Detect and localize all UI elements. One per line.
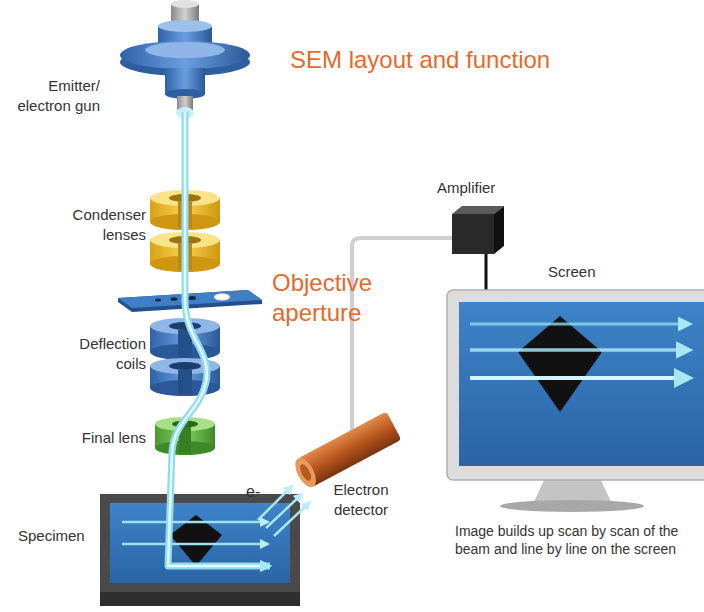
detector-face [291,455,320,491]
gun-knob-top [171,0,199,8]
electron-beam-glow [168,112,270,566]
specimen-side [100,592,300,606]
coil-slot [178,370,192,394]
aperture-hole [188,296,196,300]
scan-line [122,521,268,524]
screen-scan-line [470,323,690,326]
monitor-screen [459,302,704,466]
electron-path [258,486,292,520]
aperture-hole [155,298,161,301]
highlight-label: Objective aperture [272,268,412,328]
electron-gun [120,0,250,119]
gun-disc-top [145,42,225,58]
part-label: Deflection coils [50,334,146,373]
screen-scan-line [470,376,690,380]
signal-wire [352,238,452,432]
amp-to-screen-wire [485,254,488,292]
aperture-hole [214,294,230,301]
screen-crystal [518,316,602,412]
monitor [447,290,704,512]
aperture-hole [171,297,178,301]
screen-scan-line [470,348,690,352]
part-label: Electron detector [316,480,406,519]
aperture-plate [118,290,262,312]
gun-collar-top [158,20,212,32]
amp-side [494,206,504,254]
part-label: Specimen [18,526,98,546]
electron-symbol: e- [246,482,270,503]
electron-beam [168,112,270,566]
specimen-block [100,494,300,606]
part-label: Emitter/ electron gun [4,76,100,115]
scan-line [122,543,268,546]
diagram-title: SEM layout and function [290,44,550,75]
secondary-electrons [258,486,310,536]
coil-hole [169,362,201,370]
amplifier-box [452,206,504,254]
monitor-frame [447,290,704,480]
part-label: Screen [548,262,628,282]
amp-front [452,214,494,254]
note-text: Image builds up scan by scan of the beam… [455,522,697,558]
plate-edge [118,290,262,312]
part-label: Amplifier [437,178,527,198]
part-label: Condenser lenses [50,205,146,244]
detector-face-inner [298,463,314,483]
monitor-base [500,500,644,512]
part-label: Final lens [40,428,146,448]
gun-disc [120,41,250,69]
electron-path [274,502,310,536]
plate-top [118,290,262,308]
electron-detector [291,411,401,490]
deflection-coils [150,318,220,396]
electron-path [266,494,302,528]
